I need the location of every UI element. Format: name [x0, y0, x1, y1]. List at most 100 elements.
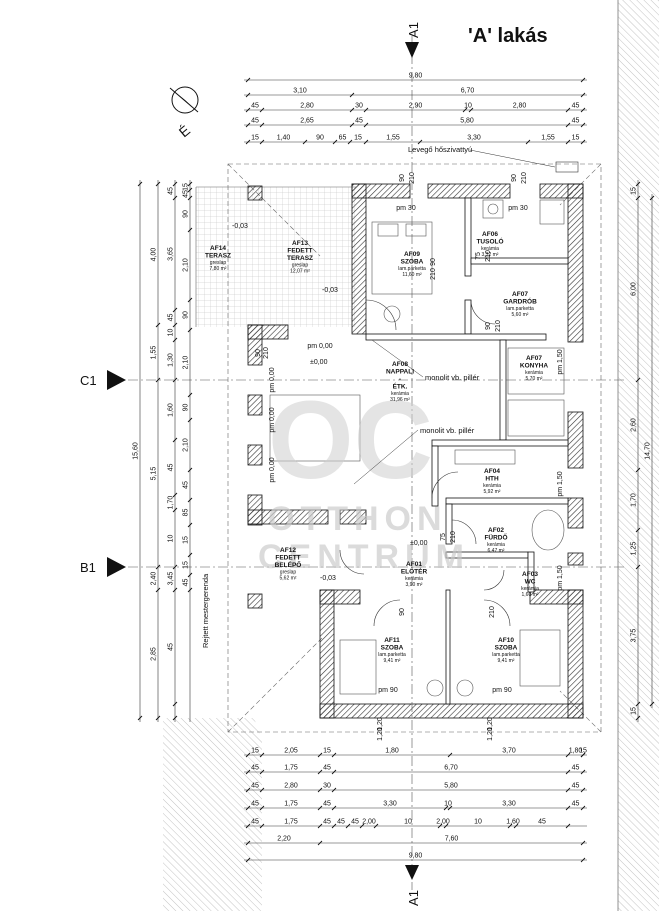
dim-bottom-6-tick — [580, 857, 586, 863]
room-name: TERASZ — [205, 253, 231, 260]
grid-markers — [107, 42, 419, 880]
dim-top-4-value: 15 — [572, 135, 580, 142]
dim-right-outer-value: 14,70 — [645, 442, 652, 460]
dim-bottom-1-tick — [317, 769, 323, 775]
door-dimension: 1,20 — [377, 727, 384, 741]
dim-left-2-value: 45 — [168, 643, 175, 651]
dim-left-2-tick — [172, 492, 178, 498]
dim-top-2-value: 45 — [572, 103, 580, 110]
dim-bottom-3-value: 45 — [251, 801, 259, 808]
north-arrow-icon — [169, 86, 199, 114]
dim-bottom-1-value: 45 — [251, 765, 259, 772]
dim-right-1-value: 3,75 — [631, 629, 638, 643]
dim-left-3-tick — [187, 187, 193, 193]
watermark-line1: OTTHON — [268, 500, 448, 538]
dim-top-4-value: 1,55 — [386, 135, 400, 142]
grid-lines — [128, 36, 625, 890]
north-label: É — [176, 122, 193, 140]
room-area: 11,60 m² — [402, 272, 422, 278]
dim-top-2-tick — [565, 107, 571, 113]
door-dimension: 210 — [409, 172, 416, 184]
room-floor: kerámia — [481, 246, 499, 252]
dim-left-3-value: 15 — [183, 561, 190, 569]
room-floor: kerámia — [487, 542, 505, 548]
dim-left-3-value: 90 — [183, 404, 190, 412]
page-title: 'A' lakás — [468, 25, 548, 47]
sill-mark: pm 0,00 — [307, 343, 332, 350]
dim-bottom-3-value: 3,30 — [383, 801, 397, 808]
dim-left-2-tick — [172, 715, 178, 721]
dim-left-2-value: 1,60 — [168, 403, 175, 417]
room-area: 31,96 m² — [390, 397, 410, 403]
dim-bottom-3-tick — [331, 805, 337, 811]
door-dimension: 90 — [255, 349, 262, 357]
room-area: 5,62 m² — [280, 576, 297, 582]
dim-top-0-value: 9,80 — [409, 73, 423, 80]
dim-bottom-2-tick — [259, 787, 265, 793]
room-code: AF12 — [280, 547, 296, 554]
dim-right-1-value: 1,70 — [631, 493, 638, 507]
sill-mark: pm 0,00 — [269, 367, 276, 392]
grid-b1: B1 — [80, 560, 96, 575]
room-area: 5,92 m² — [484, 489, 501, 495]
dim-bottom-4-value: 45 — [351, 819, 359, 826]
level-mark: -0,03 — [232, 223, 248, 230]
dim-bottom-4-tick — [437, 823, 443, 829]
dim-right-1-tick — [635, 195, 641, 201]
dim-top-4-tick — [417, 139, 423, 145]
dim-bottom-0-tick — [580, 752, 586, 758]
dim-left-2-tick — [172, 337, 178, 343]
room-floor: greslap — [292, 263, 309, 269]
room-area: 1,60 m² — [522, 592, 539, 598]
grid-a1-bottom: A1 — [406, 890, 421, 906]
dim-top-4-value: 15 — [354, 135, 362, 142]
room-name: FEDETT — [275, 555, 300, 562]
walls — [247, 183, 584, 719]
dim-left-1-tick — [155, 181, 161, 187]
room-floor: kerámia — [391, 391, 409, 397]
dim-top-4-value: 1,55 — [541, 135, 555, 142]
dim-bottom-6-tick — [245, 857, 251, 863]
dim-left-2-tick — [172, 195, 178, 201]
dim-top-2-tick — [468, 107, 474, 113]
room-name: ÉTK. — [393, 382, 408, 391]
dim-left-3-tick — [187, 572, 193, 578]
dim-bottom-2-tick — [580, 787, 586, 793]
dim-right-1-tick — [635, 564, 641, 570]
room-floor: lam.parketta — [378, 652, 406, 658]
dim-left-3-value: 85 — [183, 509, 190, 517]
dim-left-2-value: 10 — [168, 535, 175, 543]
room-floor: greslap — [210, 260, 227, 266]
dim-bottom-4-value: 45 — [337, 819, 345, 826]
dim-top-2-tick — [363, 107, 369, 113]
dim-top-3-value: 45 — [251, 118, 259, 125]
dim-bottom-3-value: 10 — [444, 801, 452, 808]
dim-bottom-3-tick — [259, 805, 265, 811]
dim-bottom-0-value: 15 — [251, 748, 259, 755]
room-name: HTH — [485, 476, 499, 483]
door-dimension: 1,20 — [377, 717, 384, 731]
level-mark: ±0,00 — [410, 540, 428, 547]
dim-top-2-value: 30 — [355, 103, 363, 110]
dim-left-outer-tick — [137, 181, 143, 187]
room-floor: kerámia — [483, 483, 501, 489]
dim-top-2-tick — [462, 107, 468, 113]
room-area: 5,70 m² — [526, 376, 543, 382]
room-name: FÜRDŐ — [484, 533, 507, 542]
dim-bottom-4-value: 1,75 — [284, 819, 298, 826]
sill-mark: pm 0,00 — [269, 457, 276, 482]
dim-bottom-4-tick — [373, 823, 379, 829]
dim-top-3-tick — [259, 122, 265, 128]
dim-top-3-tick — [363, 122, 369, 128]
room-code: AF08 — [392, 361, 408, 368]
dim-left-3-tick — [187, 497, 193, 503]
dim-left-1-tick — [155, 564, 161, 570]
dim-top-4-tick — [332, 139, 338, 145]
dim-bottom-2-value: 45 — [251, 783, 259, 790]
dim-left-3-tick — [187, 587, 193, 593]
